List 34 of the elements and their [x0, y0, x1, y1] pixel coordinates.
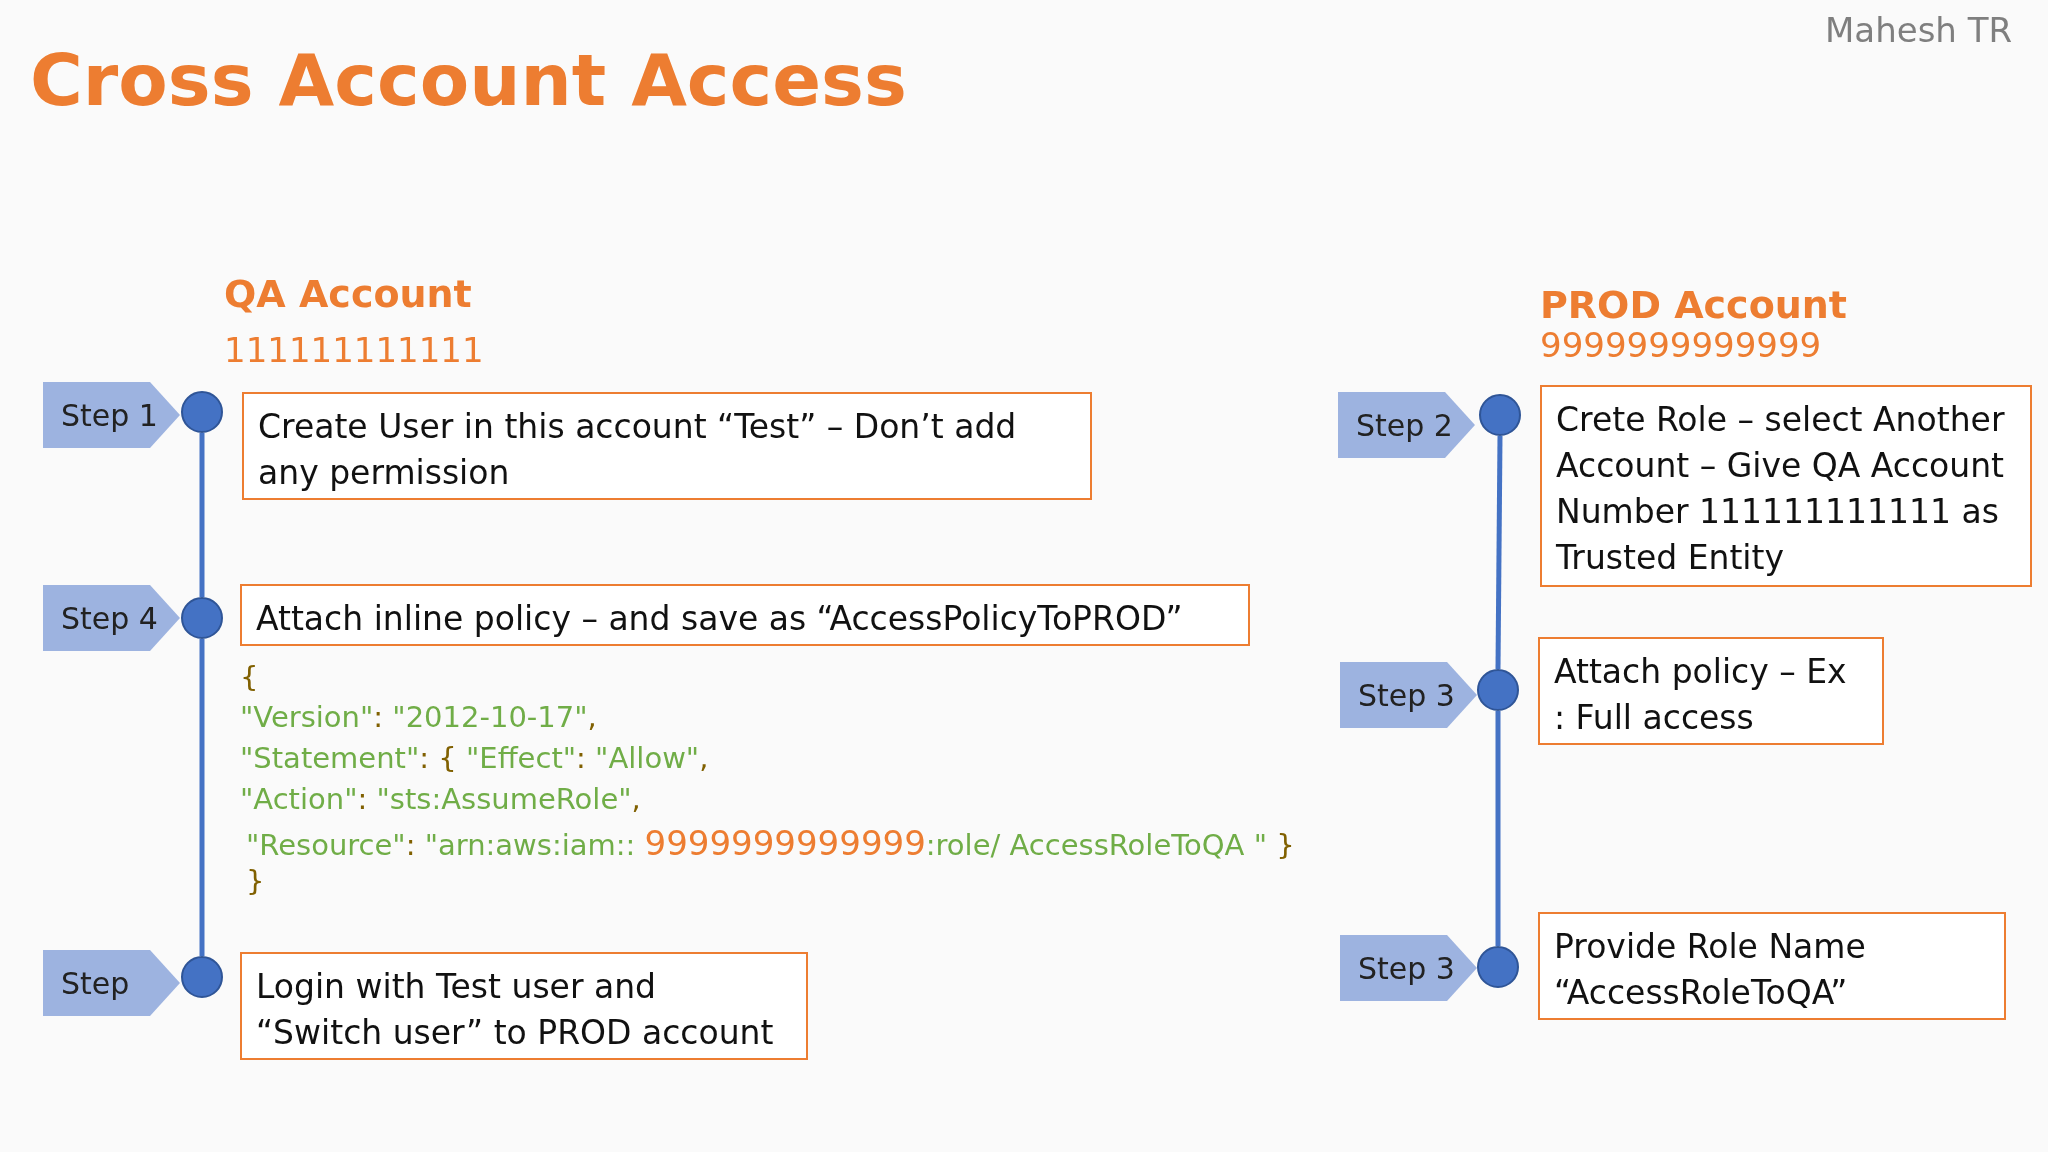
code-line: "Resource": "arn:aws:iam:: 9999999999999:role/ AccessRoleToQA " }	[246, 823, 1295, 863]
timeline-dot	[1477, 946, 1519, 988]
timeline-line	[199, 639, 205, 956]
account-number: 9999999999999	[1540, 325, 1822, 365]
step-chevron: Step	[43, 950, 180, 1016]
code-line: {	[240, 660, 259, 694]
account-number: 111111111111	[224, 330, 484, 370]
account-heading: PROD Account	[1540, 283, 1848, 327]
step-chevron: Step 1	[43, 382, 180, 448]
code-line: }	[246, 864, 265, 898]
timeline-dot	[1479, 394, 1521, 436]
code-line: "Version": "2012-10-17",	[240, 700, 597, 734]
step-box: Attach inline policy – and save as “AccessPolicyToPROD”	[240, 584, 1250, 646]
author-name: Mahesh TR	[1825, 10, 2013, 50]
step-chevron: Step 3	[1340, 935, 1477, 1001]
account-heading: QA Account	[224, 272, 472, 316]
step-box: Provide Role Name “AccessRoleToQA”	[1538, 912, 2006, 1020]
timeline-dot	[181, 597, 223, 639]
timeline-line	[199, 433, 205, 597]
step-chevron: Step 3	[1340, 662, 1477, 728]
step-box: Create User in this account “Test” – Don’t add any permission	[242, 392, 1092, 500]
step-box: Crete Role – select Another Account – Give QA Account Number 111111111111 as Trusted Entity	[1540, 385, 2032, 587]
timeline-dot	[1477, 669, 1519, 711]
step-box: Attach policy – Ex : Full access	[1538, 637, 1884, 745]
code-line: "Action": "sts:AssumeRole",	[240, 782, 641, 816]
timeline-dot	[181, 956, 223, 998]
step-chevron: Step 2	[1338, 392, 1475, 458]
code-line: "Statement": { "Effect": "Allow",	[240, 741, 709, 775]
timeline-line	[1495, 435, 1503, 670]
timeline-dot	[181, 391, 223, 433]
step-box: Login with Test user and “Switch user” to PROD account	[240, 952, 808, 1060]
timeline-line	[1495, 711, 1501, 946]
step-chevron: Step 4	[43, 585, 180, 651]
slide-title: Cross Account Access	[30, 38, 907, 122]
